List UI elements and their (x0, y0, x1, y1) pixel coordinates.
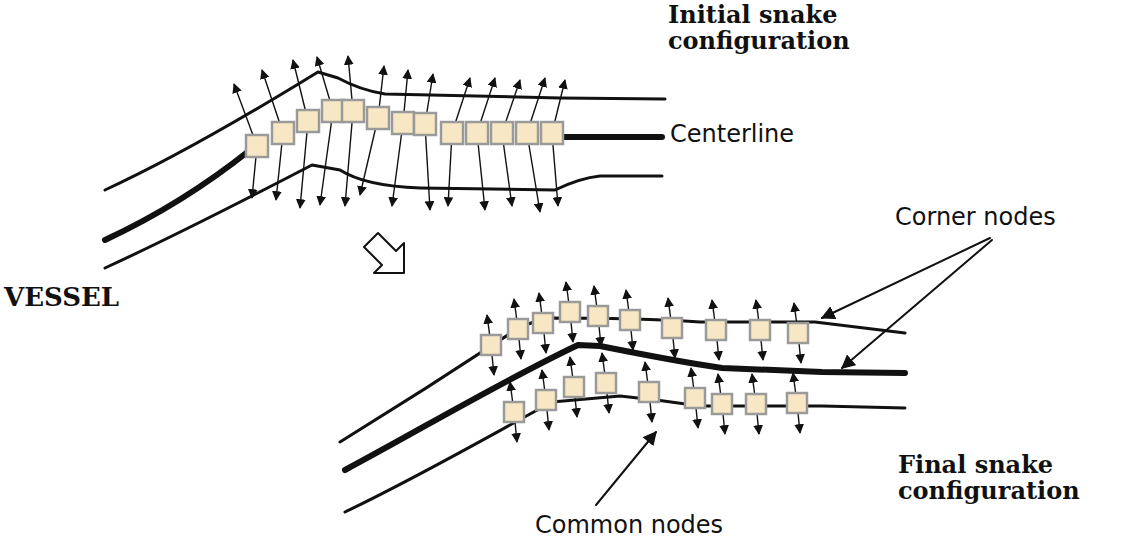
figure-title: Initial snake configuration (668, 2, 868, 55)
snake-node (639, 382, 659, 402)
snake-node (481, 335, 501, 355)
callout-label: Common nodes (535, 512, 723, 538)
force-arrow (320, 111, 333, 205)
snake-node (596, 373, 616, 393)
vessel-wall (345, 396, 905, 512)
snake-node (588, 306, 608, 326)
snake-node (787, 393, 807, 413)
snake-node (541, 122, 563, 144)
snake-node (246, 135, 268, 157)
snake-node (367, 107, 389, 129)
snake-node (504, 402, 524, 422)
snake-node (533, 313, 553, 333)
leader-line (842, 240, 992, 368)
snake-node (516, 122, 538, 144)
leader-line (596, 432, 656, 505)
force-arrow (392, 123, 403, 206)
snake-node (620, 310, 640, 330)
force-arrow (345, 111, 353, 206)
snake-node (712, 394, 732, 414)
snake-node (508, 319, 528, 339)
snake-node (414, 113, 436, 135)
snake-node (564, 377, 584, 397)
snake-node (342, 100, 364, 122)
snake-node (297, 110, 319, 132)
snake-node (536, 390, 556, 410)
force-arrow (425, 124, 430, 210)
centerline (560, 134, 662, 140)
figure-title: Final snake configuration (898, 452, 1138, 505)
callout-label: Corner nodes (895, 204, 1056, 230)
snake-node (788, 323, 808, 343)
vessel-wall (105, 72, 665, 190)
snake-node (662, 318, 682, 338)
centerline-label: Centerline (670, 121, 794, 147)
snake-node (746, 394, 766, 414)
transition-arrow (364, 233, 404, 273)
snake-node (322, 100, 344, 122)
vessel-label: VESSEL (4, 283, 119, 312)
snake-node (491, 122, 513, 144)
snake-node (392, 112, 414, 134)
snake-node (685, 388, 705, 408)
force-arrow (300, 121, 308, 208)
centerline (105, 150, 250, 240)
snake-node (560, 302, 580, 322)
snake-node (706, 320, 726, 340)
snake-node (750, 320, 770, 340)
snake-node (441, 122, 463, 144)
snake-node (466, 122, 488, 144)
leader-line (822, 238, 990, 318)
snake-node (272, 122, 294, 144)
